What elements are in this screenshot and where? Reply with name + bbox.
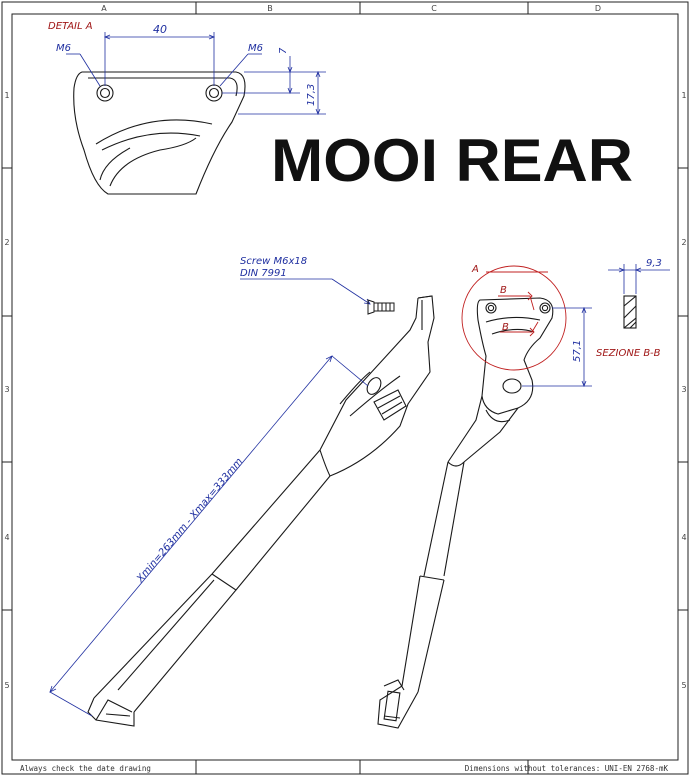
bracket-dim-height: 57,1: [572, 340, 583, 362]
detail-a-label: DETAIL A: [48, 21, 93, 32]
grid-row-3-right: 3: [681, 385, 686, 394]
grid-col-c: C: [431, 4, 437, 13]
grid-column-labels: A B C D: [101, 4, 601, 13]
bracket-detail-ref: A: [471, 264, 479, 275]
footer-note-right: Dimensions without tolerances: UNI-EN 27…: [465, 764, 669, 773]
detail-a-dim-small: 7: [278, 47, 289, 54]
grid-row-4-right: 4: [681, 533, 686, 542]
detail-a-dim-spacing: 40: [153, 23, 167, 36]
section-label: SEZIONE B-B: [596, 348, 661, 359]
leg-range-label: Xmin=263mm - Xmax=333mm: [134, 456, 245, 585]
kickstand-right-view: [377, 297, 554, 729]
grid-row-2-left: 2: [4, 238, 9, 247]
grid-col-b: B: [267, 4, 273, 13]
section-cut-marks: [498, 291, 539, 337]
section-b-b-view: 9,3 SEZIONE B-B: [596, 258, 670, 359]
detail-a-view: DETAIL A M6 M6 40 7 17,3: [48, 21, 326, 195]
section-mark-top: B: [500, 285, 507, 296]
grid-row-labels: 1 2 3 4 5 1 2 3 4 5: [4, 91, 686, 690]
grid-row-4-left: 4: [4, 533, 9, 542]
detail-a-callout-circle: [461, 265, 567, 371]
grid-col-a: A: [101, 4, 107, 13]
grid-row-5-left: 5: [4, 681, 9, 690]
grid-row-1-right: 1: [681, 91, 686, 100]
screw-standard: DIN 7991: [240, 268, 287, 279]
grid-row-5-right: 5: [681, 681, 686, 690]
page-title: MOOI REAR: [271, 127, 633, 194]
leg-length-dimension: [49, 355, 369, 717]
section-mark-bottom: B: [502, 322, 509, 333]
detail-a-thread-right: M6: [248, 43, 263, 54]
screw-callout: Screw M6x18 DIN 7991: [240, 256, 395, 315]
screw-icon: [367, 299, 395, 315]
section-dim-thickness: 9,3: [646, 258, 662, 269]
grid-row-3-left: 3: [4, 385, 9, 394]
kickstand-left-view: [87, 295, 435, 727]
grid-col-d: D: [595, 4, 601, 13]
screw-spec: Screw M6x18: [240, 256, 307, 267]
bracket-height-dimension: [522, 306, 592, 388]
footer-note-left: Always check the date drawing: [20, 764, 151, 773]
detail-a-dim-height: 17,3: [306, 84, 317, 106]
grid-row-2-right: 2: [681, 238, 686, 247]
detail-a-thread-left: M6: [56, 43, 71, 54]
grid-row-1-left: 1: [4, 91, 9, 100]
